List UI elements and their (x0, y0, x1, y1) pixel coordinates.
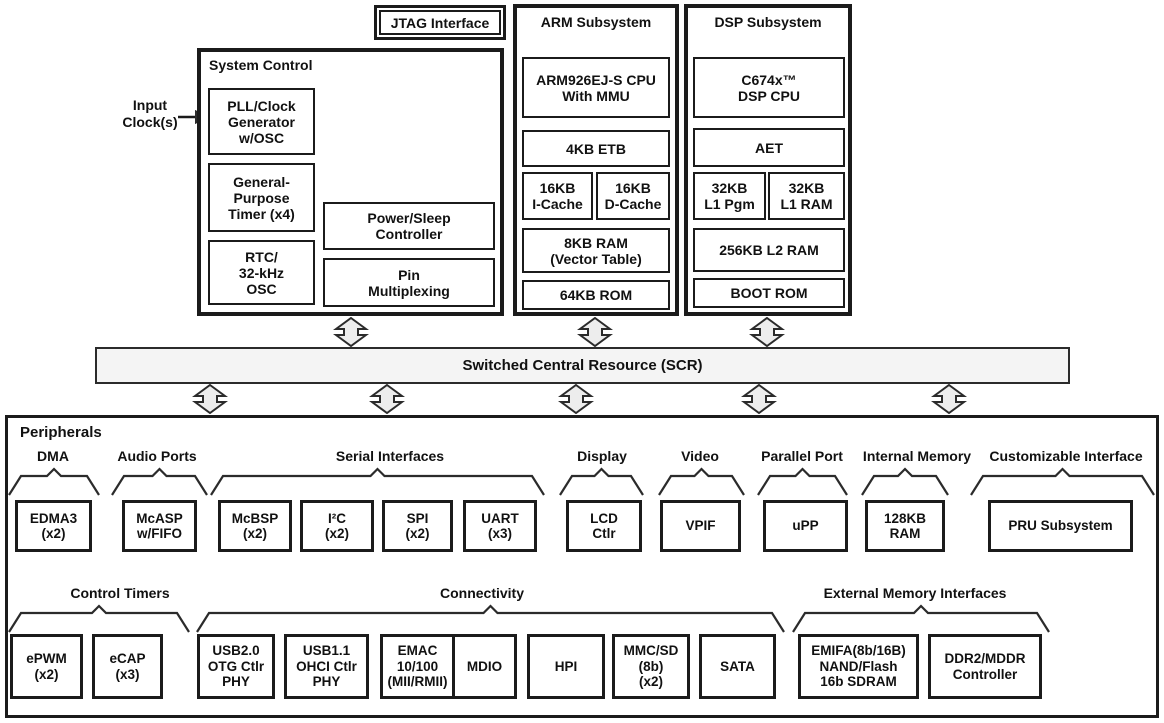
upp-box: uPP (763, 500, 848, 552)
arm-rom-box: 64KB ROM (522, 280, 670, 310)
brace (111, 467, 208, 496)
system-control-title: System Control (209, 57, 313, 73)
pin-multiplexing-box: Pin Multiplexing (323, 258, 495, 307)
double-arrow-connector (931, 384, 967, 414)
pru-subsystem-box: PRU Subsystem (988, 500, 1133, 552)
video-group-label: Video (681, 448, 719, 464)
vpif-box: VPIF (660, 500, 741, 552)
mcbsp-box: McBSP (x2) (218, 500, 292, 552)
aet-box: AET (693, 128, 845, 167)
uart-box: UART (x3) (463, 500, 537, 552)
emifa-box: EMIFA(8b/16B) NAND/Flash 16b SDRAM (798, 634, 919, 699)
brace (970, 467, 1155, 496)
scr-bar: Switched Central Resource (SCR) (95, 347, 1070, 384)
brace (210, 467, 545, 496)
edma3-box: EDMA3 (x2) (15, 500, 92, 552)
dcache-box: 16KB D-Cache (596, 172, 670, 220)
peripherals-box: Peripherals DMA Audio Ports Serial Inter… (5, 415, 1159, 718)
mdio-box: MDIO (452, 634, 517, 699)
brace (861, 467, 949, 496)
dsp-cpu-box: C674x™ DSP CPU (693, 57, 845, 118)
gp-timer-box: General- Purpose Timer (x4) (208, 163, 315, 232)
i2c-box: I²C (x2) (300, 500, 374, 552)
boot-rom-box: BOOT ROM (693, 278, 845, 308)
display-group-label: Display (577, 448, 627, 464)
vector-ram-box: 8KB RAM (Vector Table) (522, 228, 670, 273)
brace (658, 467, 745, 496)
control-timers-group-label: Control Timers (70, 585, 170, 601)
mmcsd-box: MMC/SD (8b) (x2) (612, 634, 690, 699)
rtc-osc-box: RTC/ 32-kHz OSC (208, 240, 315, 305)
parallel-port-group-label: Parallel Port (761, 448, 843, 464)
peripherals-title: Peripherals (20, 424, 102, 441)
ecap-box: eCAP (x3) (92, 634, 163, 699)
audio-ports-group-label: Audio Ports (117, 448, 197, 464)
l2-ram-box: 256KB L2 RAM (693, 228, 845, 272)
jtag-interface-box: JTAG Interface (374, 5, 506, 40)
etb-box: 4KB ETB (522, 130, 670, 167)
scr-label: Switched Central Resource (SCR) (462, 357, 703, 374)
double-arrow-connector (749, 317, 785, 347)
pll-clock-generator-box: PLL/Clock Generator w/OSC (208, 88, 315, 155)
external-memory-group-label: External Memory Interfaces (823, 585, 1007, 601)
epwm-box: ePWM (x2) (10, 634, 83, 699)
double-arrow-connector (333, 317, 369, 347)
dsp-subsystem-title: DSP Subsystem (714, 14, 822, 30)
brace (792, 604, 1050, 633)
emac-box: EMAC 10/100 (MII/RMII) (380, 634, 455, 699)
usb20-box: USB2.0 OTG Ctlr PHY (197, 634, 275, 699)
arm-cpu-box: ARM926EJ-S CPU With MMU (522, 57, 670, 118)
spi-box: SPI (x2) (382, 500, 453, 552)
arm-subsystem-box: ARM Subsystem ARM926EJ-S CPU With MMU 4K… (513, 4, 679, 316)
brace (8, 604, 190, 633)
internal-memory-group-label: Internal Memory (862, 448, 972, 464)
double-arrow-connector (192, 384, 228, 414)
dsp-subsystem-box: DSP Subsystem C674x™ DSP CPU AET 32KB L1… (684, 4, 852, 316)
ddr2-controller-box: DDR2/MDDR Controller (928, 634, 1042, 699)
lcd-ctlr-box: LCD Ctlr (566, 500, 642, 552)
system-control-box: System Control PLL/Clock Generator w/OSC… (197, 48, 504, 316)
jtag-interface-label: JTAG Interface (379, 10, 501, 35)
l1-ram-box: 32KB L1 RAM (768, 172, 845, 220)
serial-interfaces-group-label: Serial Interfaces (335, 448, 445, 464)
icache-box: 16KB I-Cache (522, 172, 593, 220)
hpi-box: HPI (527, 634, 605, 699)
l1-pgm-box: 32KB L1 Pgm (693, 172, 766, 220)
ram128-box: 128KB RAM (865, 500, 945, 552)
double-arrow-connector (558, 384, 594, 414)
input-clock-label: Input Clock(s) (122, 97, 178, 130)
power-sleep-controller-box: Power/Sleep Controller (323, 202, 495, 250)
connectivity-group-label: Connectivity (439, 585, 525, 601)
customizable-interface-group-label: Customizable Interface (989, 448, 1143, 464)
dma-group-label: DMA (37, 448, 69, 464)
mcasp-box: McASP w/FIFO (122, 500, 197, 552)
double-arrow-connector (369, 384, 405, 414)
double-arrow-connector (577, 317, 613, 347)
brace (757, 467, 848, 496)
double-arrow-connector (741, 384, 777, 414)
brace (196, 604, 785, 633)
arm-subsystem-title: ARM Subsystem (540, 14, 652, 30)
sata-box: SATA (699, 634, 776, 699)
brace (8, 467, 100, 496)
brace (559, 467, 644, 496)
usb11-box: USB1.1 OHCI Ctlr PHY (284, 634, 369, 699)
